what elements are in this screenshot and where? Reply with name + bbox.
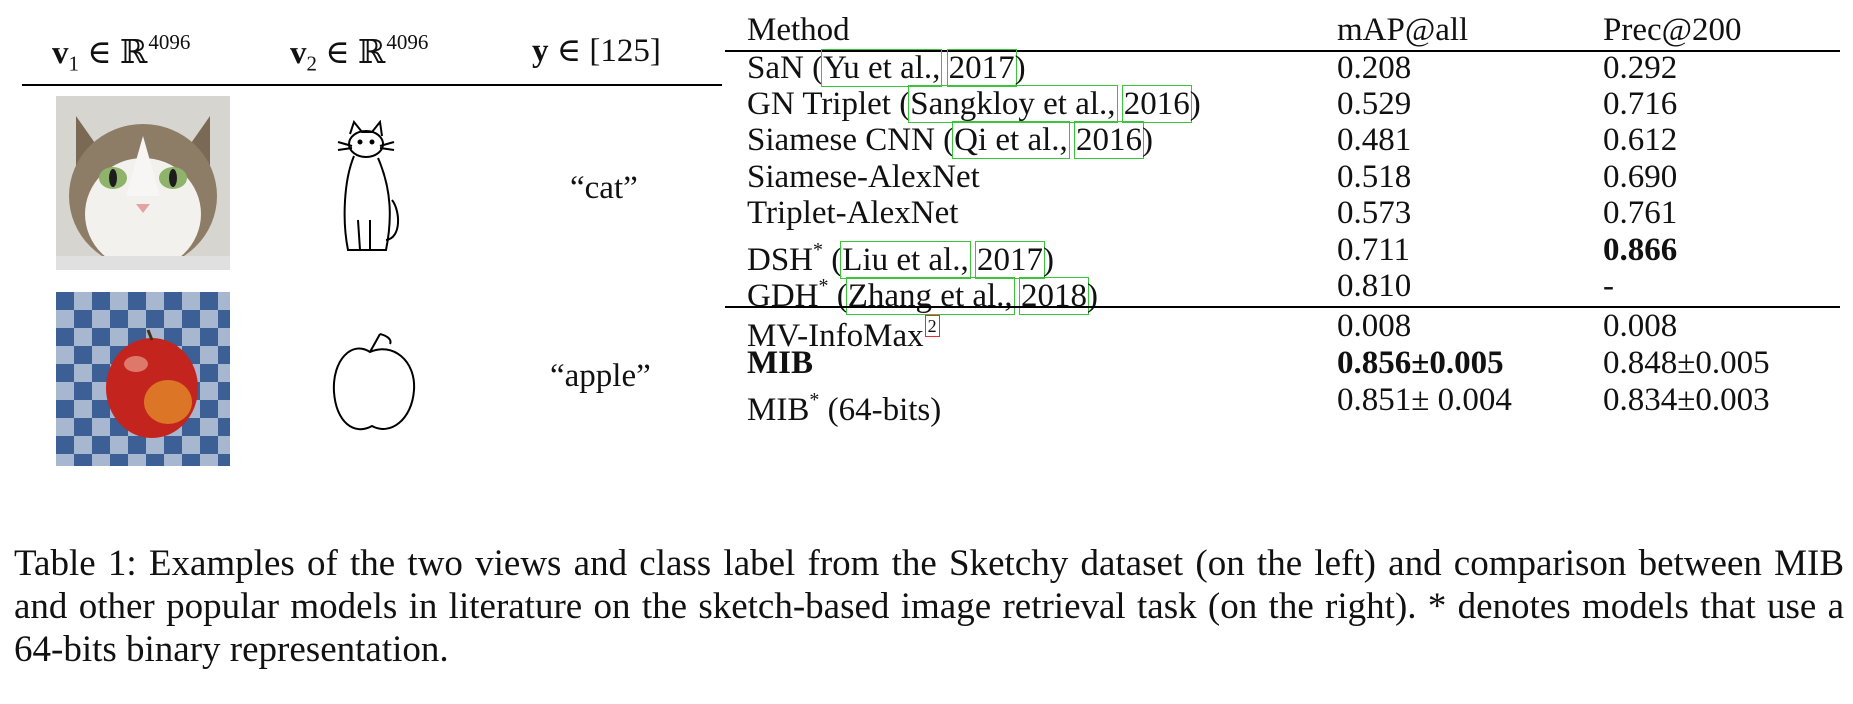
citation-link[interactable]: 2016	[1074, 121, 1145, 159]
header-rule	[22, 84, 722, 86]
table-row-map: 0.711	[1337, 232, 1411, 268]
table-row-map: 0.856±0.005	[1337, 345, 1504, 381]
table-row-prec: -	[1603, 268, 1614, 304]
table-row-method: MIB	[747, 345, 813, 381]
examples-panel: v1 ∈ ℝ4096 v2 ∈ ℝ4096 y ∈ [125]	[22, 20, 722, 480]
table-caption: Table 1: Examples of the two views and c…	[14, 542, 1844, 671]
table-row-map: 0.851± 0.004	[1337, 382, 1512, 418]
table-row-method: GN Triplet (Sangkloy et al., 2016)	[747, 85, 1201, 123]
table-row-map: 0.810	[1337, 268, 1412, 304]
table-row-method: Triplet-AlexNet	[747, 195, 959, 231]
cat-sketch	[330, 119, 430, 260]
apple-sketch	[330, 330, 420, 440]
caption-label: Table 1:	[14, 543, 137, 584]
citation-link[interactable]: Zhang et al.,	[845, 277, 1015, 315]
label-cat: “cat”	[570, 170, 638, 206]
table-row-method: MIB* (64-bits)	[747, 389, 942, 428]
header-view2: v2 ∈ ℝ4096	[290, 30, 429, 76]
table-row-prec: 0.834±0.003	[1603, 382, 1770, 418]
table-row-prec: 0.008	[1603, 308, 1678, 344]
citation-link[interactable]: 2017	[946, 49, 1017, 87]
table-row-prec: 0.848±0.005	[1603, 345, 1770, 381]
table-row-prec: 0.761	[1603, 195, 1678, 231]
table-row-prec: 0.690	[1603, 159, 1678, 195]
table-row-method: DSH* (Liu et al., 2017)	[747, 239, 1054, 279]
header-view1: v1 ∈ ℝ4096	[52, 30, 191, 76]
table-row-map: 0.573	[1337, 195, 1412, 231]
citation-link[interactable]: 2018	[1018, 277, 1089, 315]
mid-rule	[725, 306, 1840, 308]
table-row-map: 0.208	[1337, 50, 1412, 86]
table-row-prec: 0.716	[1603, 86, 1678, 122]
table-row-prec: 0.292	[1603, 50, 1678, 86]
citation-link[interactable]: Liu et al.,	[840, 241, 971, 279]
header-rule-table	[725, 50, 1840, 52]
table-row-prec: 0.612	[1603, 122, 1678, 158]
table-row-map: 0.529	[1337, 86, 1412, 122]
table-row-method: Siamese CNN (Qi et al., 2016)	[747, 121, 1154, 159]
table-row-method: Siamese-AlexNet	[747, 159, 980, 195]
col-header-method: Method	[747, 12, 850, 48]
label-apple: “apple”	[550, 358, 651, 394]
table-row-map: 0.518	[1337, 159, 1412, 195]
table-row-prec: 0.866	[1603, 232, 1678, 268]
cat-photo	[56, 96, 230, 270]
col-header-map: mAP@all	[1337, 12, 1469, 48]
citation-link[interactable]: 2016	[1121, 85, 1192, 123]
table-row-map: 0.008	[1337, 308, 1412, 344]
citation-link[interactable]: Sangkloy et al.,	[908, 85, 1118, 123]
citation-link[interactable]: 2017	[975, 241, 1045, 279]
table-row-map: 0.481	[1337, 122, 1412, 158]
table-row-method: SaN (Yu et al., 2017)	[747, 49, 1026, 87]
apple-photo	[56, 292, 230, 466]
header-label: y ∈ [125]	[532, 33, 661, 69]
col-header-prec: Prec@200	[1603, 12, 1742, 48]
citation-link[interactable]: Qi et al.,	[952, 121, 1070, 159]
footnote-link[interactable]: 2	[924, 315, 940, 337]
results-table: Method mAP@all Prec@200 SaN (Yu et al., …	[725, 10, 1840, 500]
caption-text: Examples of the two views and class labe…	[14, 543, 1845, 670]
table-row-method: GDH* (Zhang et al., 2018)	[747, 275, 1098, 315]
citation-link[interactable]: Yu et al.,	[821, 49, 943, 87]
